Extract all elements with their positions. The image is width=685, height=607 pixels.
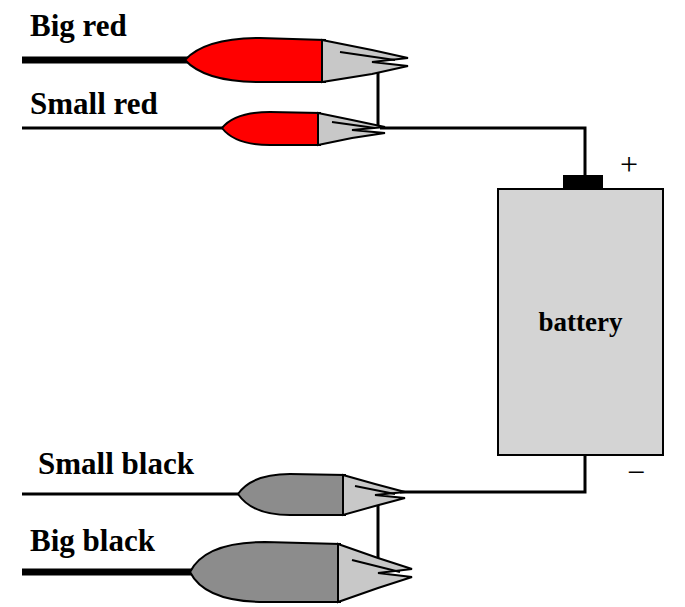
wire-label: Big red (30, 10, 127, 41)
small-red-clip (222, 112, 385, 145)
polarity-sign: − (627, 456, 645, 488)
wire-label: Big black (30, 525, 155, 556)
small-black-clip (238, 474, 405, 515)
battery-label: battery (539, 307, 623, 338)
battery-body: battery (497, 188, 664, 456)
wire-label: Small red (30, 88, 158, 119)
polarity-sign: + (620, 148, 638, 180)
big-red-clip (185, 38, 408, 82)
big-black-clip (190, 542, 412, 602)
wire-label: Small black (38, 448, 194, 479)
